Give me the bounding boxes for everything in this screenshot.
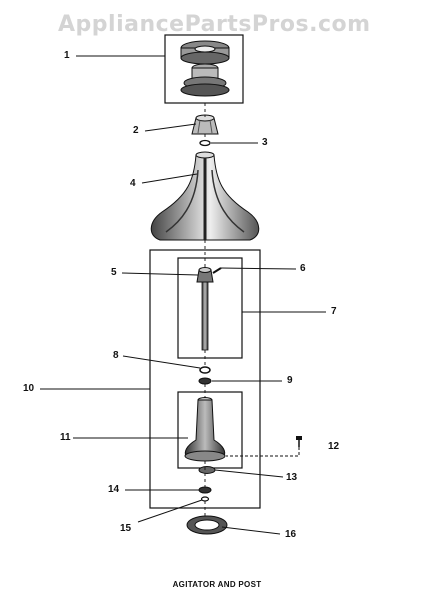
part-1-seal-assembly [164,34,244,104]
callout-3: 3 [262,137,268,148]
callout-10: 10 [23,383,35,394]
callout-15: 15 [120,523,132,534]
part-5-shaft-nut [196,267,214,283]
callout-1: 1 [64,50,70,61]
part-9-washer [198,377,212,385]
part-15-ring [200,496,210,502]
part-6-pin [212,267,222,274]
part-16-seal-ring [186,515,228,535]
part-13-washer [198,466,216,474]
callout-13: 13 [286,472,298,483]
part-3-washer [199,139,211,147]
part-8-retaining-ring [199,366,211,374]
callout-14: 14 [108,484,120,495]
callout-4: 4 [130,178,136,189]
part-14-washer [198,486,212,494]
diagram-caption: AGITATOR AND POST [172,580,262,589]
watermark-text: AppliancePartsPros.com [58,12,371,37]
callout-leaders [40,55,326,535]
callout-12: 12 [328,441,340,452]
callout-9: 9 [287,375,293,386]
callout-16: 16 [285,529,297,540]
part-11-center-post [177,391,243,469]
callout-6: 6 [300,263,306,274]
callout-8: 8 [113,350,119,361]
callout-11: 11 [60,432,71,443]
part-2-agitator-cap [191,114,219,135]
part-4-agitator [150,151,260,241]
part-12-screw [226,436,302,457]
callout-5: 5 [111,267,117,278]
callout-2: 2 [133,125,139,136]
callout-7: 7 [331,306,337,317]
